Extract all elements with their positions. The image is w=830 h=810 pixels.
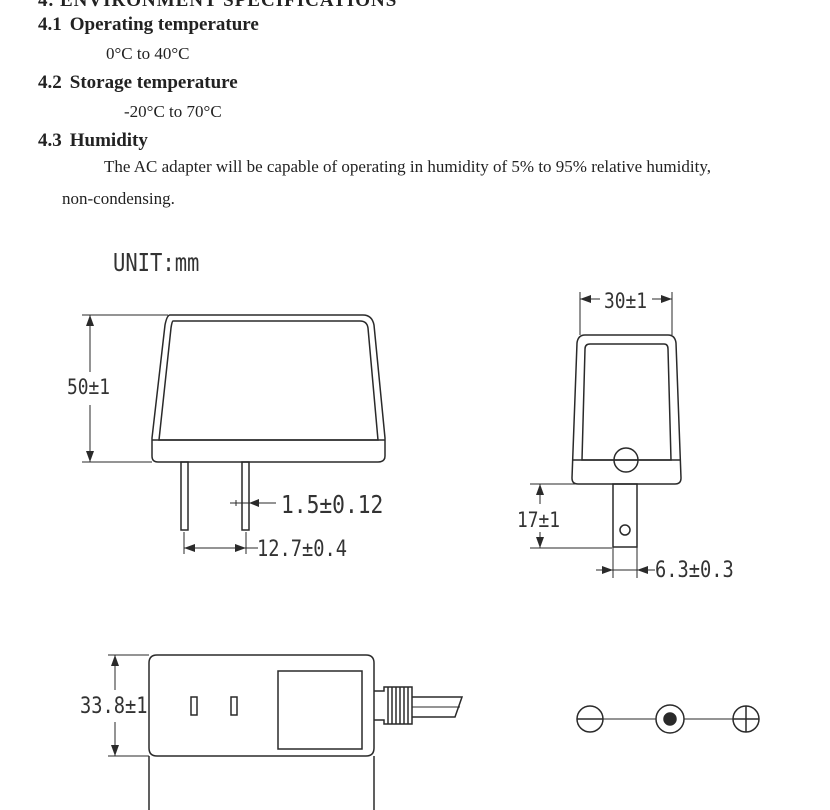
dim-width: 30±1 — [604, 289, 647, 313]
cable-strain-relief — [374, 686, 413, 725]
spec-number: 4.1 — [38, 14, 62, 35]
spec-title: Storage temperature — [69, 72, 238, 93]
front-view-body — [151, 314, 386, 463]
top-view-slot-right — [230, 696, 238, 716]
side-view-body — [571, 334, 682, 485]
side-pin — [612, 483, 638, 548]
dim-pin-width: 6.3±0.3 — [655, 558, 734, 583]
front-pin-left — [180, 461, 189, 531]
spec-heading-storage-temperature: 4.2 Storage temperature — [38, 72, 238, 94]
spec-title: Humidity — [69, 130, 148, 151]
dim-pin-thickness: 1.5±0.12 — [281, 490, 384, 519]
top-view-label-area — [277, 670, 363, 750]
unit-label: UNIT:mm — [113, 248, 200, 277]
spec-value-humidity-line1: The AC adapter will be capable of operat… — [104, 157, 711, 176]
spec-value-operating-temperature: 0°C to 40°C — [106, 44, 190, 63]
dim-pin-length: 17±1 — [517, 508, 560, 532]
spec-heading-humidity: 4.3 Humidity — [38, 130, 148, 152]
top-view-body — [148, 654, 375, 757]
top-view-slot-left — [190, 696, 198, 716]
front-view-inner-outline — [158, 320, 379, 441]
spec-value-storage-temperature: -20°C to 70°C — [124, 102, 222, 121]
dim-depth: 33.8±1 — [80, 694, 148, 719]
spec-heading-operating-temperature: 4.1 Operating temperature — [38, 14, 259, 36]
dim-height: 50±1 — [67, 375, 110, 399]
side-view-hole — [613, 447, 639, 473]
section-title: 4. ENVIRONMENT SPECIFICATIONS — [38, 0, 398, 11]
spec-title: Operating temperature — [69, 14, 259, 35]
dim-pin-spacing: 12.7±0.4 — [257, 537, 348, 562]
front-pin-right — [241, 461, 250, 531]
spec-number: 4.3 — [38, 130, 62, 151]
side-view-inner-outline — [581, 343, 672, 461]
spec-value-humidity-line2: non-condensing. — [62, 189, 175, 208]
spec-number: 4.2 — [38, 72, 62, 93]
